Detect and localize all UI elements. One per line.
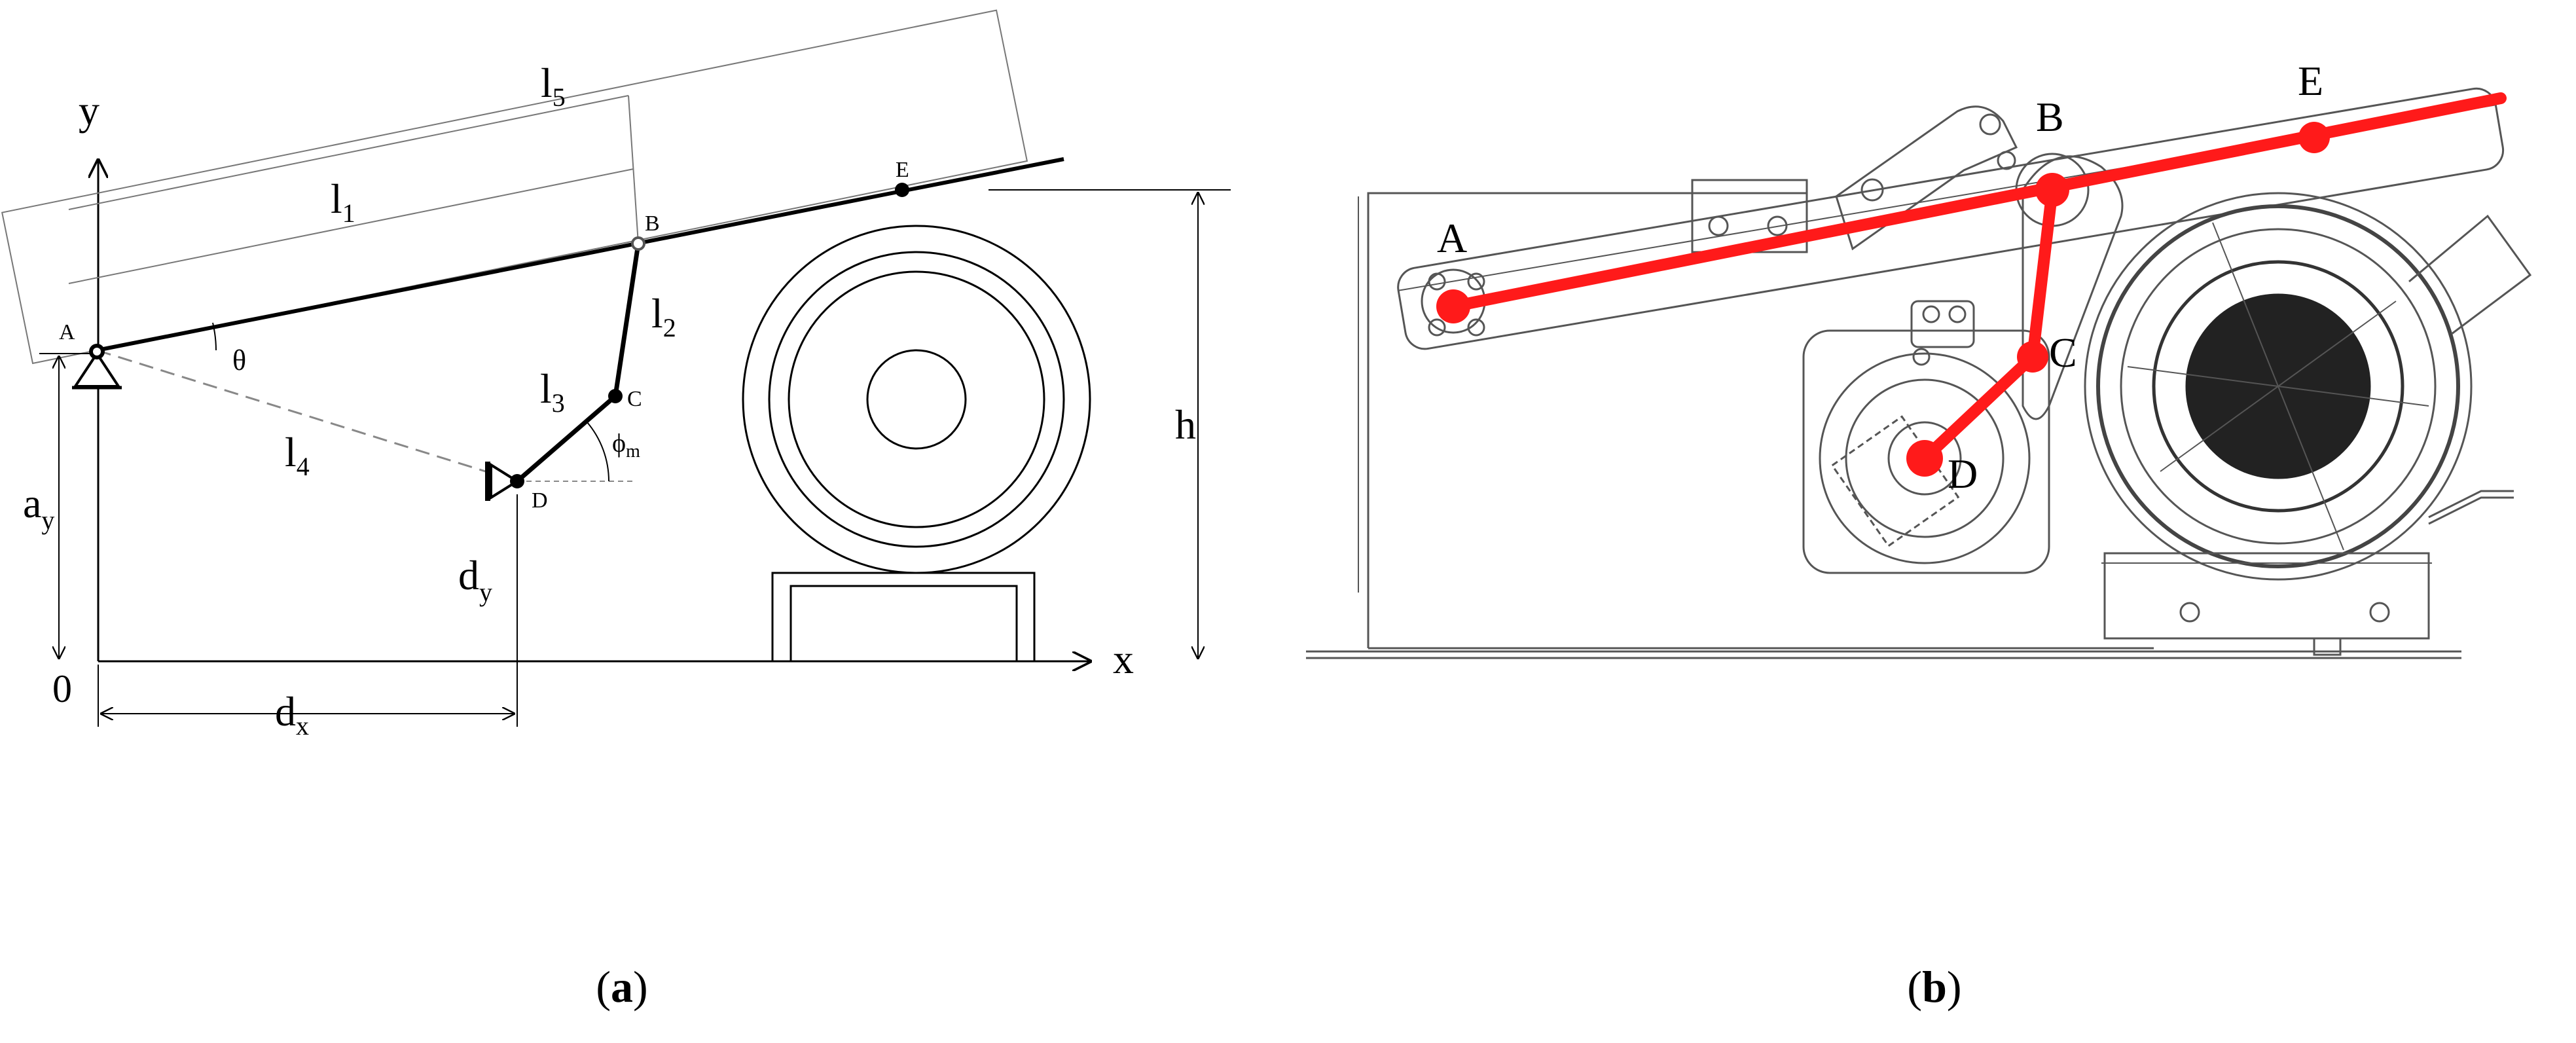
hinge-bolt-3 bbox=[1860, 178, 1884, 202]
link-B-C bbox=[613, 243, 641, 397]
motor-key bbox=[1830, 415, 1960, 547]
l1-dimension-bottom bbox=[68, 168, 634, 284]
label-l5: l5 bbox=[541, 60, 566, 112]
label-b-point-B: B bbox=[2036, 94, 2064, 140]
stand-bolt-1 bbox=[2179, 602, 2200, 623]
label-dx: dx bbox=[275, 688, 309, 741]
label-point-A: A bbox=[59, 320, 75, 344]
caption-b: (b) bbox=[1907, 962, 1961, 1012]
drum-hub bbox=[866, 349, 967, 450]
caption-a: (a) bbox=[596, 962, 647, 1012]
red-joint-B bbox=[2035, 173, 2069, 207]
label-point-D: D bbox=[532, 488, 548, 513]
label-axis-x: x bbox=[1113, 636, 1134, 682]
motor-flange bbox=[1819, 352, 2031, 564]
drum-chute bbox=[2408, 214, 2532, 335]
pivot-A-bolt-2 bbox=[1467, 272, 1485, 291]
label-l4: l4 bbox=[285, 429, 310, 481]
panel-b-linkage: A B C D E bbox=[1436, 58, 2507, 497]
gearbox-top-block bbox=[1910, 300, 1975, 348]
label-origin: 0 bbox=[52, 667, 72, 710]
label-l1: l1 bbox=[331, 175, 355, 228]
label-b-point-D: D bbox=[1948, 450, 1978, 497]
drum-stand-inner bbox=[789, 585, 1018, 663]
gearbox-bolt-3 bbox=[1912, 348, 1931, 366]
hinge-bolt-2 bbox=[1997, 151, 2016, 170]
label-h: h bbox=[1175, 401, 1196, 448]
l1-dimension-end bbox=[628, 95, 639, 244]
pivot-A-bolt-4 bbox=[1467, 318, 1485, 337]
bracket-bolt-2 bbox=[1767, 215, 1788, 236]
l1-dimension-top bbox=[68, 95, 629, 210]
drum-core-ring bbox=[2152, 260, 2404, 513]
drum-inner-ring bbox=[788, 270, 1045, 528]
theta-arc bbox=[212, 322, 217, 351]
label-point-E: E bbox=[896, 158, 909, 182]
drum-blade-3 bbox=[2212, 222, 2344, 551]
housing-left-wall bbox=[1367, 192, 1807, 648]
red-joint-C bbox=[2017, 341, 2048, 373]
pivot-A-bolt-3 bbox=[1428, 318, 1446, 337]
drum-inner bbox=[2120, 228, 2437, 545]
label-phi-m: ϕm bbox=[612, 428, 640, 462]
joint-E bbox=[895, 183, 909, 197]
phi-arc bbox=[587, 422, 609, 482]
label-point-C: C bbox=[627, 387, 642, 411]
pin-support-D bbox=[490, 462, 520, 500]
label-dy: dy bbox=[458, 552, 492, 607]
label-b-point-A: A bbox=[1437, 215, 1467, 261]
pivot-A-bolt-1 bbox=[1428, 272, 1446, 291]
panel-a-kinematic-diagram: y x 0 A B C D E l5 l1 l2 l3 l4 θ ϕm h ay… bbox=[1, 9, 1231, 741]
red-link-B-C bbox=[2027, 184, 2058, 363]
red-joint-D bbox=[1906, 440, 1943, 477]
gearbox-bolt-1 bbox=[1922, 305, 1940, 323]
motor-hub bbox=[1887, 421, 1962, 496]
label-l3: l3 bbox=[540, 365, 565, 418]
right-support bbox=[2428, 490, 2514, 519]
gearbox-housing bbox=[1802, 329, 2050, 574]
bar-l5-outline bbox=[1, 9, 1028, 365]
label-ay: ay bbox=[23, 480, 54, 535]
link-A-E bbox=[96, 157, 1064, 352]
drum-outer bbox=[2084, 192, 2473, 581]
crank-plate bbox=[2022, 155, 2124, 420]
joint-A-hole bbox=[93, 348, 101, 356]
drum-stand bbox=[2103, 552, 2430, 640]
label-point-B: B bbox=[645, 211, 660, 236]
red-joint-A bbox=[1436, 289, 1470, 323]
link-C-D bbox=[515, 394, 617, 483]
drum-middle-ring bbox=[768, 251, 1065, 548]
bracket-bolt-1 bbox=[1708, 215, 1729, 236]
stand-bolt-2 bbox=[2369, 602, 2390, 623]
red-link-C-D bbox=[1919, 351, 2039, 464]
motor-face bbox=[1845, 378, 2005, 538]
label-axis-y: y bbox=[79, 87, 100, 134]
link-l4-dashed bbox=[96, 349, 518, 483]
drum-outer-ring bbox=[742, 225, 1091, 574]
joint-B bbox=[631, 236, 645, 251]
label-b-point-C: C bbox=[2049, 329, 2077, 376]
red-link-A-E bbox=[1447, 92, 2507, 312]
joint-C bbox=[608, 389, 623, 403]
hinge-bolt-1 bbox=[1979, 113, 2001, 136]
label-b-point-E: E bbox=[2298, 58, 2323, 104]
red-joint-E bbox=[2298, 122, 2330, 153]
panel-b-mechanism-drawing bbox=[1306, 87, 2532, 659]
label-l2: l2 bbox=[651, 290, 676, 342]
joint-D-dot bbox=[510, 474, 524, 488]
label-theta: θ bbox=[232, 344, 246, 376]
right-support-2 bbox=[2428, 496, 2514, 525]
gearbox-bolt-2 bbox=[1948, 305, 1967, 323]
drum-rim bbox=[2096, 204, 2460, 568]
